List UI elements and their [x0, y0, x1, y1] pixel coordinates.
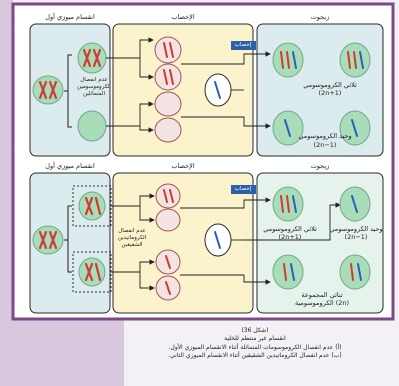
meiosis1-label-a: انقسام ميوزي أول [45, 14, 95, 21]
trisomic-formula-a: (2n+1) [319, 90, 342, 97]
monosomic-formula-b: (2n−1) [345, 234, 368, 241]
nondisjunction-label-b2: الكروماتيدين [118, 235, 146, 241]
zygote-label-b: زيجوت [311, 163, 330, 170]
parent-cell-a [33, 76, 63, 104]
meiosis1-label-b: انقسام ميوزي أول [45, 163, 95, 170]
fertilization-label-b: الإخصاب [171, 163, 194, 170]
figure-caption: (شكل 36) انقسام غير منتظم للخلية (أ) عدم… [120, 327, 390, 361]
diploid-zygote-b2 [340, 255, 370, 289]
daughter-cell-a2-empty [78, 111, 106, 141]
nondisjunction-label-b1: عدم انفصال [118, 228, 146, 234]
nondisjunction-label-a1: عدم انفصال [80, 77, 108, 83]
fertilization-tag-label-b: إخصاب [235, 186, 252, 192]
caption-line3: (ب) عدم انفصال الكروماتيدين الشقيقين أثن… [120, 352, 390, 360]
daughter-cell-a1 [78, 43, 106, 73]
nondisjunction-label-a3: المتماثلين [83, 91, 105, 97]
diploid-label-b2: الكروموسومية (2n) [295, 300, 349, 307]
bottom-left-block [0, 320, 124, 386]
diploid-zygote-b1 [273, 255, 303, 289]
fertilization-tag-label-a: إخصاب [235, 42, 252, 48]
zygote-label-a: زيجوت [311, 14, 330, 21]
caption-title: (شكل 36) [120, 327, 390, 335]
nondisjunction-label-b3: الشقيقين [121, 242, 142, 248]
trisomic-formula-b: (2n+1) [279, 234, 302, 241]
caption-line2: (أ) عدم انفصال الكروموسومات المتماثلة أث… [120, 344, 390, 352]
nondisjunction-label-a2: الكروموسومين [77, 84, 111, 90]
monosomic-formula-a: (2n−1) [314, 142, 337, 149]
fertilization-label-a: الإخصاب [171, 14, 194, 21]
caption-line1: انقسام غير منتظم للخلية [120, 335, 390, 343]
monosomic-label-a: وحيد الكروموسومي [298, 133, 351, 140]
parent-cell-b [33, 226, 63, 254]
